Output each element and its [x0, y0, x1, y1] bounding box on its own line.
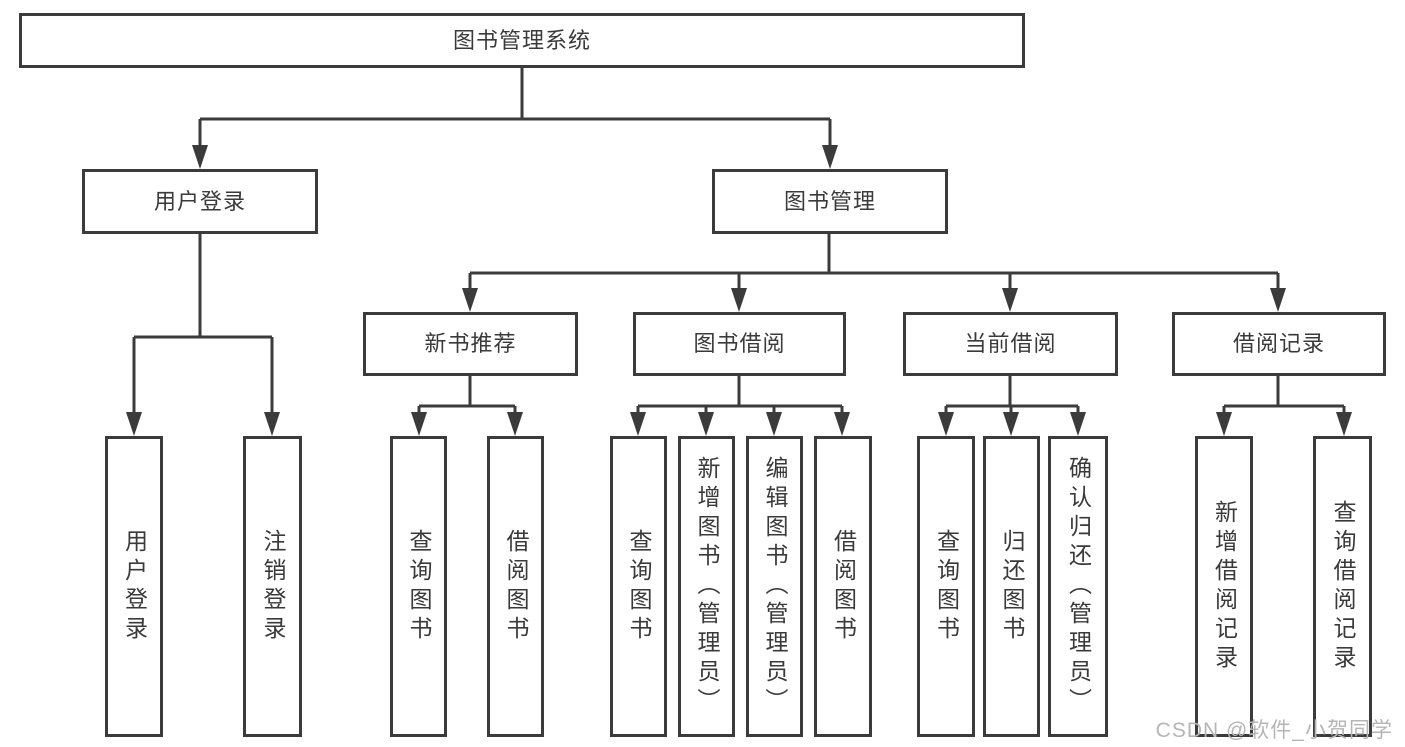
- arrow-head: [264, 412, 280, 436]
- node-user-login-label: 用户登录: [153, 188, 246, 214]
- leaf-add-borrow-record: 新增借阅记录: [1195, 436, 1253, 737]
- node-book-borrow: 图书借阅: [633, 312, 846, 376]
- arrow-head: [126, 412, 142, 436]
- leaf-label: 借阅图书: [503, 528, 529, 645]
- node-book-management: 图书管理: [712, 169, 948, 234]
- leaf-confirm-return-admin: 确认归还（管理员）: [1048, 436, 1108, 737]
- node-current-borrow-label: 当前借阅: [964, 331, 1057, 356]
- leaf-label: 新增借阅记录: [1211, 499, 1238, 674]
- leaf-edit-books-admin: 编辑图书（管理员）: [746, 436, 803, 737]
- leaf-label: 查询借阅记录: [1330, 499, 1356, 674]
- leaf-borrow-books-2: 借阅图书: [814, 436, 872, 737]
- leaf-query-books-3: 查询图书: [917, 436, 975, 737]
- arrow-head: [462, 288, 478, 312]
- connector-path: [132, 68, 1346, 416]
- leaf-label: 查询图书: [406, 528, 432, 645]
- leaf-label: 编辑图书（管理员）: [762, 456, 788, 717]
- arrow-head: [1070, 412, 1086, 436]
- arrow-head: [192, 145, 208, 169]
- node-new-book-recommend-label: 新书推荐: [424, 331, 517, 356]
- arrow-head: [1270, 288, 1286, 312]
- leaf-label: 查询图书: [933, 528, 960, 645]
- leaf-query-borrow-record: 查询借阅记录: [1313, 436, 1372, 737]
- arrow-head: [822, 145, 838, 169]
- leaf-add-books-admin: 新增图书（管理员）: [678, 436, 735, 737]
- node-borrow-records-label: 借阅记录: [1232, 331, 1325, 356]
- leaf-label: 确认归还（管理员）: [1065, 456, 1092, 717]
- leaf-label: 用户登录: [121, 528, 148, 645]
- leaf-return-books: 归还图书: [983, 436, 1040, 737]
- leaf-label: 借阅图书: [830, 528, 857, 645]
- node-book-borrow-label: 图书借阅: [693, 331, 786, 356]
- node-root: 图书管理系统: [19, 13, 1025, 68]
- arrow-head: [1216, 412, 1232, 436]
- leaf-query-books-2: 查询图书: [610, 436, 667, 737]
- watermark: CSDN @软件_小贺同学: [1155, 719, 1393, 742]
- node-root-label: 图书管理系统: [452, 27, 591, 53]
- leaf-label: 新增图书（管理员）: [694, 456, 720, 717]
- node-user-login: 用户登录: [82, 169, 318, 234]
- arrow-head: [411, 412, 427, 436]
- arrow-head: [731, 288, 747, 312]
- arrow-head: [1002, 288, 1018, 312]
- node-new-book-recommend: 新书推荐: [363, 312, 578, 376]
- leaf-label: 归还图书: [999, 528, 1025, 645]
- arrow-head: [1003, 412, 1019, 436]
- arrowheads: [126, 145, 1352, 436]
- leaf-borrow-books-1: 借阅图书: [487, 436, 544, 737]
- leaf-label: 注销登录: [260, 528, 286, 645]
- arrow-head: [630, 412, 646, 436]
- arrow-head: [766, 412, 782, 436]
- leaf-user-login: 用户登录: [105, 436, 163, 737]
- leaf-query-books-1: 查询图书: [390, 436, 447, 737]
- arrow-head: [834, 412, 850, 436]
- arrow-head: [507, 412, 523, 436]
- leaf-label: 查询图书: [626, 528, 652, 645]
- arrow-head: [698, 412, 714, 436]
- node-book-management-label: 图书管理: [783, 188, 876, 214]
- arrow-head: [938, 412, 954, 436]
- node-borrow-records: 借阅记录: [1172, 312, 1386, 376]
- leaf-logout: 注销登录: [243, 436, 302, 737]
- node-current-borrow: 当前借阅: [903, 312, 1118, 376]
- arrow-head: [1336, 412, 1352, 436]
